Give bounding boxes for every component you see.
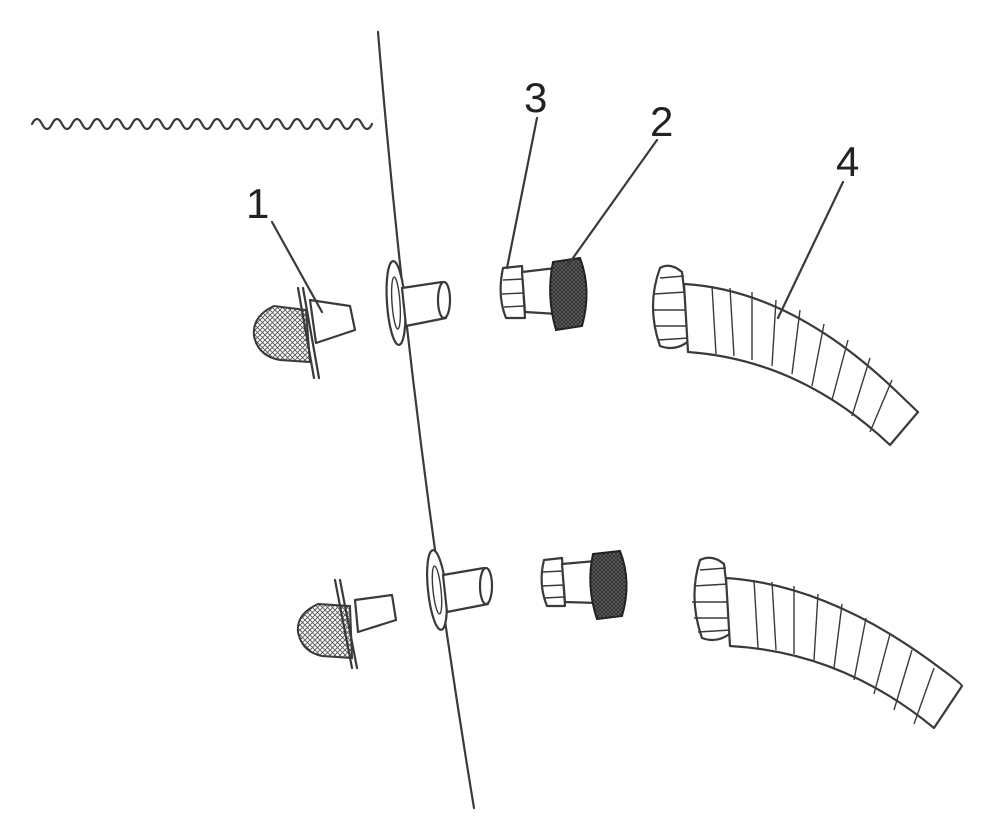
hose-rib: [833, 603, 843, 669]
lower-assembly: [296, 549, 964, 730]
label-part-2: 2: [650, 98, 673, 145]
hose-rib: [853, 617, 867, 681]
label-part-4: 4: [836, 138, 859, 185]
corrugated-hose-upper: [651, 264, 920, 447]
hose-rib: [813, 593, 819, 661]
strainer-flange-edge: [301, 286, 321, 380]
hose-rib: [873, 633, 891, 695]
hose-rib: [913, 667, 935, 725]
hose-rib: [711, 285, 717, 355]
upper-assembly: [252, 256, 920, 447]
strainer-flange: [296, 286, 316, 380]
hose-rib: [729, 287, 735, 357]
label-part-1: 1: [246, 180, 269, 227]
bulkhead-tube-upper: [400, 280, 452, 328]
leader-line-1: [270, 220, 324, 314]
hose-rib: [753, 579, 759, 649]
strainer-lower: [296, 578, 398, 670]
strainer-upper: [252, 286, 357, 380]
leader-line-2: [566, 138, 659, 267]
hose-rib: [869, 379, 893, 433]
strainer-mesh: [252, 304, 312, 364]
hose-rib: [811, 323, 825, 387]
hose-rib: [831, 339, 849, 401]
hose-rib: [771, 299, 777, 367]
hex-fitting-lower: [540, 556, 600, 608]
hose-rib: [893, 649, 913, 711]
water-surface-wave: [30, 117, 374, 131]
hose-rib: [851, 357, 871, 417]
label-part-3: 3: [524, 74, 547, 121]
leader-line-4: [776, 180, 845, 320]
hose-ribs-lower: [753, 579, 935, 725]
hose-rib: [771, 581, 777, 651]
knurled-nut-upper: [549, 256, 588, 332]
hose-rib: [791, 309, 801, 375]
strainer-mesh-lower: [296, 602, 354, 660]
strainer-neck: [308, 298, 357, 345]
bulkhead-tube-lower: [441, 566, 494, 614]
leader-line-3: [505, 116, 539, 270]
knurled-nut-lower: [589, 549, 628, 621]
hex-fitting-upper: [499, 264, 560, 320]
tank-wall: [376, 30, 476, 810]
hose-ribs-upper: [711, 285, 893, 433]
corrugated-hose-lower: [692, 556, 964, 730]
